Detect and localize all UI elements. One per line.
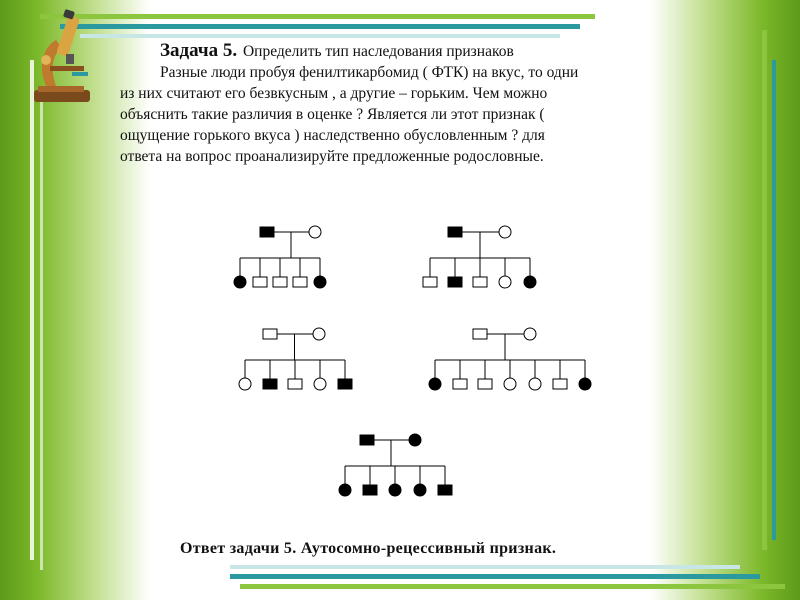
task-text-line: ощущение горького вкуса ) наследственно … <box>120 127 545 144</box>
child-male-unaffected <box>287 378 303 390</box>
task-text-block: Задача 5. Определить тип наследования пр… <box>120 40 690 167</box>
child-male-unaffected <box>472 276 488 288</box>
child-male-affected <box>262 378 278 390</box>
parent-male-unaffected <box>472 328 488 340</box>
answer-text: Ответ задачи 5. Аутосомно-рецессивный пр… <box>180 540 557 557</box>
child-female-unaffected <box>528 377 542 391</box>
child-female-affected <box>388 483 402 497</box>
child-female-affected <box>578 377 592 391</box>
child-male-unaffected <box>422 276 438 288</box>
child-male-affected <box>337 378 353 390</box>
parent-female-unaffected <box>498 225 512 239</box>
parent-female-unaffected <box>523 327 537 341</box>
task-text-line: из них считают его безвкусным , а другие… <box>120 85 548 102</box>
parent-male-affected <box>359 434 375 446</box>
child-female-unaffected <box>238 377 252 391</box>
child-female-affected <box>233 275 247 289</box>
pedigree-5 <box>338 433 453 497</box>
child-female-unaffected <box>498 275 512 289</box>
top-stripe-teal <box>60 24 580 29</box>
task-text-line: объяснить такие различия в оценке ? Явля… <box>120 106 545 123</box>
parent-female-unaffected <box>312 327 326 341</box>
task-heading: Задача 5. Определить тип наследования пр… <box>120 40 690 62</box>
child-female-affected <box>413 483 427 497</box>
microscope-icon <box>34 9 90 102</box>
right-vertical-stripe-teal <box>772 60 776 540</box>
parent-female-affected <box>408 433 422 447</box>
child-male-unaffected <box>552 378 568 390</box>
top-stripe-light <box>80 34 560 38</box>
child-female-unaffected <box>313 377 327 391</box>
child-female-affected <box>428 377 442 391</box>
child-female-unaffected <box>503 377 517 391</box>
parent-female-unaffected <box>308 225 322 239</box>
pedigree-2 <box>422 225 537 289</box>
child-male-unaffected <box>477 378 493 390</box>
child-female-affected <box>338 483 352 497</box>
child-male-unaffected <box>252 276 268 288</box>
bottom-stripe-green <box>240 584 785 589</box>
child-male-affected <box>447 276 463 288</box>
right-vertical-stripe-green <box>762 30 767 550</box>
child-male-affected <box>362 484 378 496</box>
child-female-affected <box>313 275 327 289</box>
bottom-stripe-teal <box>230 574 760 579</box>
left-vertical-stripe <box>30 60 34 560</box>
parent-male-affected <box>259 226 275 238</box>
child-male-affected <box>437 484 453 496</box>
child-female-affected <box>523 275 537 289</box>
top-stripe-green <box>40 14 595 19</box>
bottom-stripe-light <box>230 565 740 569</box>
task-label: Задача 5. <box>160 40 238 61</box>
task-text-line: ответа на вопрос проанализируйте предлож… <box>120 148 544 165</box>
pedigree-4 <box>428 327 592 391</box>
child-male-unaffected <box>272 276 288 288</box>
task-text-line: Разные люди пробуя фенилтикарбомид ( ФТК… <box>160 64 579 81</box>
parent-male-affected <box>447 226 463 238</box>
pedigree-1 <box>233 225 327 289</box>
child-male-unaffected <box>292 276 308 288</box>
left-vertical-stripe-2 <box>40 90 43 570</box>
task-title: Определить тип наследования признаков <box>242 43 514 60</box>
child-male-unaffected <box>452 378 468 390</box>
pedigree-3 <box>238 327 353 391</box>
parent-male-unaffected <box>262 328 278 340</box>
